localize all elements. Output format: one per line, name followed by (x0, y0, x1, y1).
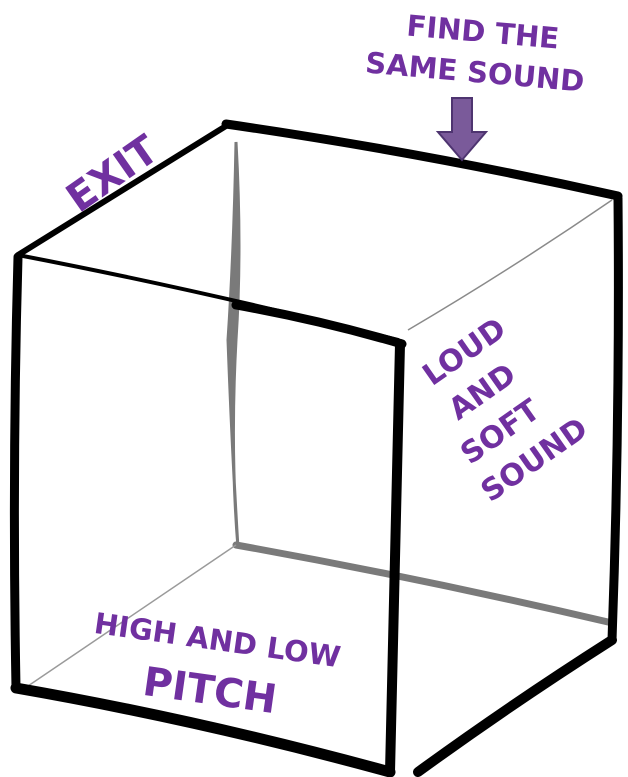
cube-back-bottom-edge (236, 545, 608, 622)
exit-button[interactable]: EXIT (58, 126, 167, 222)
find-same-sound-label-line1: FIND THE (405, 8, 560, 55)
down-arrow-icon (438, 98, 486, 160)
cube-front-vertical-edge (390, 344, 400, 772)
loud-soft-sound-button[interactable]: LOUD AND SOFT SOUND (416, 311, 594, 509)
exit-label: EXIT (58, 126, 167, 222)
cube-right-edge (612, 198, 618, 640)
high-low-label-line1: HIGH AND LOW (92, 606, 343, 674)
find-same-sound-button[interactable]: FIND THE SAME SOUND (364, 8, 586, 98)
cube-back-vertical-edge (228, 142, 239, 548)
cube-left-edge (14, 257, 18, 688)
cube-bottom-right-edge (418, 640, 612, 772)
cube-top-back-edge (226, 124, 618, 196)
cube-front-top-edge (236, 305, 402, 344)
cube-inner-right-edge (408, 200, 612, 330)
